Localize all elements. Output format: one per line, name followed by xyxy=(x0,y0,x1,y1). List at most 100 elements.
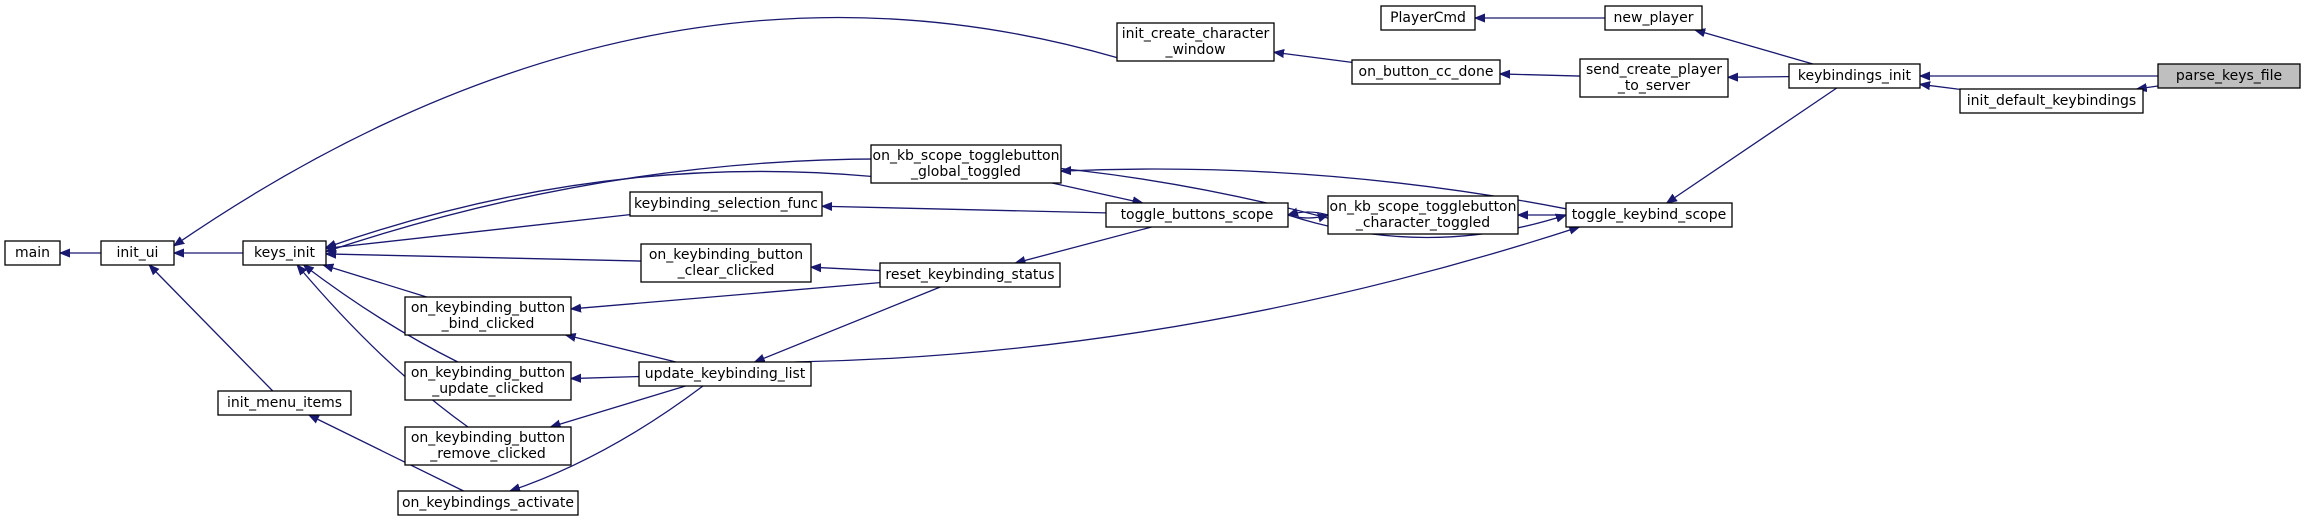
node-label: _clear_clicked xyxy=(677,263,775,279)
node-box xyxy=(640,243,812,283)
edge-keybindings_init-to-toggle_keybind_scope xyxy=(1667,87,1838,203)
node-toggle-keybind-scope[interactable]: toggle_keybind_scope xyxy=(1565,202,1733,228)
node-on-keybinding-button-remove-clicked[interactable]: on_keybinding_button_remove_clicked xyxy=(404,426,572,466)
node-init-ui[interactable]: init_ui xyxy=(100,240,175,266)
node-main[interactable]: main xyxy=(4,240,61,266)
node-label: update_keybinding_list xyxy=(645,366,806,382)
node-label: keys_init xyxy=(254,245,315,261)
edge-toggle_buttons_scope-to-reset_keybinding_status xyxy=(1015,226,1152,263)
node-box xyxy=(404,296,572,336)
node-box xyxy=(1788,63,1921,89)
node-label: reset_keybinding_status xyxy=(885,267,1054,283)
node-keybindings-init[interactable]: keybindings_init xyxy=(1788,63,1921,89)
edge-init_menu_items-to-init_ui xyxy=(149,265,274,392)
node-label: init_menu_items xyxy=(227,395,342,411)
node-box xyxy=(404,426,572,466)
node-label: init_ui xyxy=(117,245,159,261)
edge-send_create_player-to-on_button_cc_done xyxy=(1500,74,1581,76)
node-toggle-buttons-scope[interactable]: toggle_buttons_scope xyxy=(1105,202,1289,228)
edge-on_kb_scope_togglebutton_global_toggled-to-keys_init xyxy=(326,170,872,247)
edge-init_create_character_window-to-init_ui xyxy=(174,16,1118,245)
node-PlayerCmd[interactable]: PlayerCmd xyxy=(1380,5,1476,31)
node-label: new_player xyxy=(1614,10,1694,26)
node-reset-keybinding-status[interactable]: reset_keybinding_status xyxy=(879,262,1061,288)
node-box xyxy=(638,361,812,387)
edge-update_keybinding_list-to-on_keybinding_button_bind_clicked xyxy=(566,335,677,363)
edge-on_keybinding_button_update_clicked-to-keys_init xyxy=(304,265,459,363)
node-label: _global_toggled xyxy=(910,164,1021,180)
node-label: _window xyxy=(1164,42,1225,58)
node-update-keybinding-list[interactable]: update_keybinding_list xyxy=(638,361,812,387)
node-box xyxy=(1604,5,1703,31)
node-on-keybinding-button-bind-clicked[interactable]: on_keybinding_button_bind_clicked xyxy=(404,296,572,336)
node-label: on_kb_scope_togglebutton xyxy=(1330,199,1517,215)
edge-update_keybinding_list-to-toggle_keybind_scope xyxy=(794,227,1580,363)
node-label: keybindings_init xyxy=(1798,68,1912,84)
node-box xyxy=(1579,58,1729,98)
node-box xyxy=(1380,5,1476,31)
node-label: on_keybinding_button xyxy=(411,365,565,381)
node-label: init_create_character xyxy=(1122,26,1270,42)
node-init-default-keybindings[interactable]: init_default_keybindings xyxy=(1959,88,2144,114)
edges xyxy=(60,16,2159,492)
node-on-keybinding-button-clear-clicked[interactable]: on_keybinding_button_clear_clicked xyxy=(640,243,812,283)
node-box xyxy=(1116,22,1275,62)
node-label: _character_toggled xyxy=(1355,215,1490,231)
node-box xyxy=(242,240,327,266)
edge-on_keybinding_button_remove_clicked-to-keys_init xyxy=(297,265,469,428)
edge-update_keybinding_list-to-on_keybindings_activate xyxy=(510,385,704,491)
node-label: on_keybinding_button xyxy=(411,430,565,446)
node-box xyxy=(1105,202,1289,228)
node-label: _to_server xyxy=(1617,78,1691,94)
node-box xyxy=(100,240,175,266)
node-box xyxy=(1565,202,1733,228)
node-label: on_button_cc_done xyxy=(1359,64,1494,80)
node-init-create-character-window[interactable]: init_create_character_window xyxy=(1116,22,1275,62)
node-label: send_create_player xyxy=(1586,62,1722,78)
edge-toggle_buttons_scope-to-keybinding_selection_func xyxy=(822,206,1107,214)
node-label: toggle_buttons_scope xyxy=(1121,207,1274,223)
node-label: _update_clicked xyxy=(431,381,544,397)
node-on-keybindings-activate[interactable]: on_keybindings_activate xyxy=(397,490,579,516)
node-keys-init[interactable]: keys_init xyxy=(242,240,327,266)
node-on-kb-scope-togglebutton-character-toggled[interactable]: on_kb_scope_togglebutton_character_toggl… xyxy=(1327,195,1519,235)
edge-init_default_keybindings-to-keybindings_init xyxy=(1920,84,1961,89)
nodes: parse_keys_file keybindings_init init_defa… xyxy=(4,5,2301,516)
node-label: on_keybindings_activate xyxy=(402,495,574,511)
edge-on_button_cc_done-to-init_create_character_window xyxy=(1274,52,1353,64)
edge-update_keybinding_list-to-on_keybinding_button_remove_clicked xyxy=(551,385,686,427)
node-box xyxy=(629,191,823,217)
node-label: toggle_keybind_scope xyxy=(1572,207,1726,223)
node-box xyxy=(1959,88,2144,114)
node-label: on_keybinding_button xyxy=(649,247,803,263)
edge-on_kb_scope_togglebutton_character_toggled-to-keys_init xyxy=(326,158,1329,252)
node-label: on_kb_scope_togglebutton xyxy=(873,148,1060,164)
edge-update_keybinding_list-to-on_keybinding_button_update_clicked xyxy=(571,377,640,379)
edge-reset_keybinding_status-to-on_keybinding_button_bind_clicked xyxy=(571,282,881,309)
node-label: _bind_clicked xyxy=(441,316,535,332)
node-label: _remove_clicked xyxy=(429,446,545,462)
node-label: main xyxy=(15,245,50,261)
edge-keybinding_selection_func-to-keys_init xyxy=(326,214,631,249)
edge-keybindings_init-to-send_create_player xyxy=(1728,77,1790,78)
node-parse-keys-file[interactable]: parse_keys_file xyxy=(2157,63,2301,89)
node-on-keybinding-button-update-clicked[interactable]: on_keybinding_button_update_clicked xyxy=(404,361,572,401)
node-box xyxy=(217,390,352,416)
node-send-create-player[interactable]: send_create_player_to_server xyxy=(1579,58,1729,98)
node-new-player[interactable]: new_player xyxy=(1604,5,1703,31)
node-label: init_default_keybindings xyxy=(1967,93,2136,109)
node-on-kb-scope-togglebutton-global-toggled[interactable]: on_kb_scope_togglebutton_global_toggled xyxy=(870,144,1062,184)
node-box xyxy=(1327,195,1519,235)
edge-reset_keybinding_status-to-on_keybinding_button_clear_clicked xyxy=(811,267,881,270)
node-box xyxy=(879,262,1061,288)
node-label: on_keybinding_button xyxy=(411,300,565,316)
node-label: parse_keys_file xyxy=(2176,68,2282,84)
node-on-button-cc-done[interactable]: on_button_cc_done xyxy=(1351,59,1501,85)
edge-reset_keybinding_status-to-update_keybinding_list xyxy=(755,286,941,363)
node-box xyxy=(404,361,572,401)
node-init-menu-items[interactable]: init_menu_items xyxy=(217,390,352,416)
node-keybinding-selection-func[interactable]: keybinding_selection_func xyxy=(629,191,823,217)
edge-on_keybindings_activate-to-init_menu_items xyxy=(309,415,464,492)
node-box xyxy=(4,240,61,266)
